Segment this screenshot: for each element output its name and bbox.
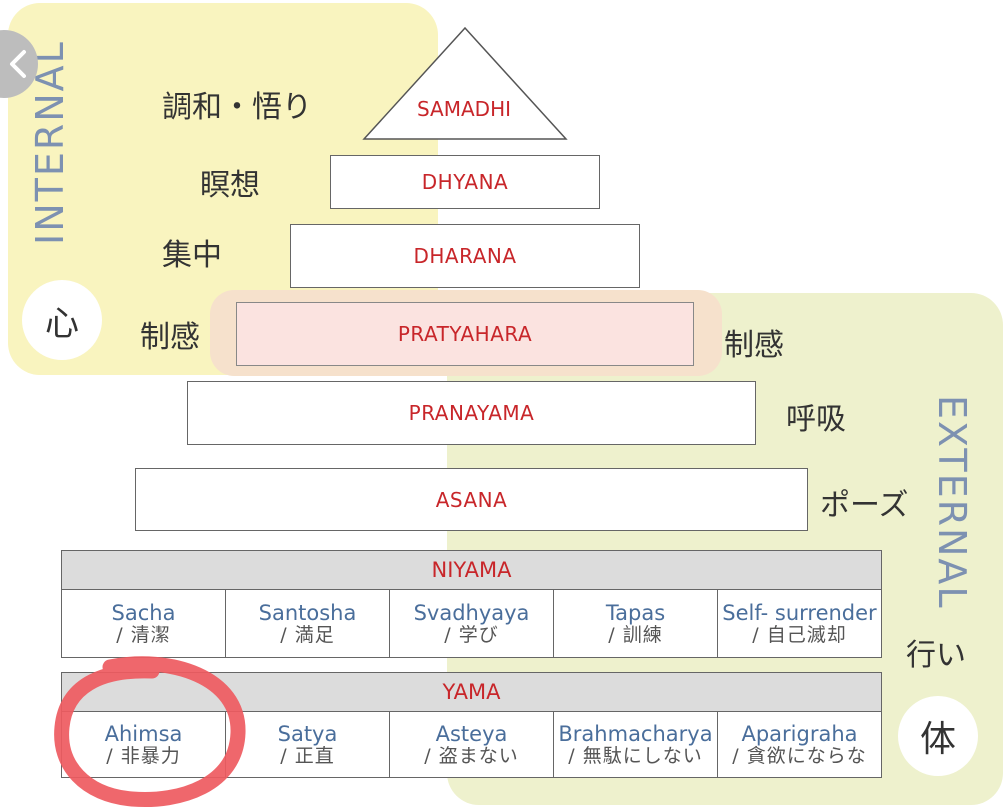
yama-item-jp: / 盗まない [424, 744, 519, 767]
niyama-item-jp: / 清潔 [116, 623, 171, 646]
niyama-item: Sacha / 清潔 [62, 590, 226, 657]
dharana-jp-label: 集中 [162, 238, 222, 273]
yama-item-name: Asteya [435, 721, 508, 746]
yama-item: Ahimsa / 非暴力 [62, 712, 226, 777]
samadhi-jp-label: 調和・悟り [162, 90, 312, 125]
yama-item: Satya / 正直 [226, 712, 390, 777]
niyama-item-name: Santosha [258, 600, 357, 625]
yama-item: Brahmacharya / 無駄にしない [554, 712, 718, 777]
yama-item-jp: / 非暴力 [106, 744, 181, 767]
yama-item-name: Brahmacharya [558, 721, 713, 746]
niyama-item: Svadhyaya / 学び [390, 590, 554, 657]
niyama-item-name: Tapas [605, 600, 666, 625]
niyama-item-name: Svadhyaya [413, 600, 530, 625]
niyama-item-jp: / 訓練 [608, 623, 663, 646]
pratyahara-jp-label-right: 制感 [724, 328, 784, 363]
pratyahara-jp-label-left: 制感 [140, 320, 200, 355]
niyama-header: NIYAMA [61, 550, 882, 590]
external-label: EXTERNAL [930, 395, 974, 610]
niyama-item-name: Sacha [111, 600, 176, 625]
asana-jp-label: ポーズ [820, 488, 909, 523]
niyama-item-jp: / 自己滅却 [752, 623, 847, 646]
chevron-left-icon [10, 50, 26, 78]
yama-item-name: Aparigraha [741, 721, 858, 746]
niyama-item-jp: / 学び [444, 623, 499, 646]
yama-item-jp: / 正直 [280, 744, 335, 767]
niyama-item-jp: / 満足 [280, 623, 335, 646]
niyama-item: Self- surrender / 自己滅却 [718, 590, 881, 657]
pratyahara-step: PRATYAHARA [236, 302, 694, 366]
niyama-item-name: Self- surrender [722, 600, 877, 625]
samadhi-triangle [362, 26, 568, 140]
yama-item: Aparigraha / 貪欲にならな [718, 712, 881, 777]
yama-item-name: Ahimsa [104, 721, 183, 746]
yama-item-jp: / 貪欲にならな [732, 744, 867, 767]
yama-item: Asteya / 盗まない [390, 712, 554, 777]
pranayama-jp-label: 呼吸 [786, 402, 846, 437]
yama-row: Ahimsa / 非暴力 Satya / 正直 Asteya / 盗まない Br… [61, 712, 882, 778]
yama-item-jp: / 無駄にしない [568, 744, 703, 767]
niyama-jp-label: 行い [906, 638, 966, 673]
niyama-row: Sacha / 清潔 Santosha / 満足 Svadhyaya / 学び … [61, 590, 882, 658]
pranayama-step: PRANAYAMA [187, 381, 756, 445]
asana-step: ASANA [135, 468, 808, 531]
samadhi-label: SAMADHI [416, 97, 512, 121]
niyama-item: Santosha / 満足 [226, 590, 390, 657]
dhyana-step: DHYANA [330, 155, 600, 209]
dharana-step: DHARANA [290, 224, 640, 288]
mind-circle: 心 [22, 280, 102, 360]
body-circle: 体 [898, 696, 978, 776]
yama-item-name: Satya [277, 721, 338, 746]
dhyana-jp-label: 瞑想 [200, 168, 260, 203]
highlight-circle [54, 656, 246, 808]
niyama-item: Tapas / 訓練 [554, 590, 718, 657]
